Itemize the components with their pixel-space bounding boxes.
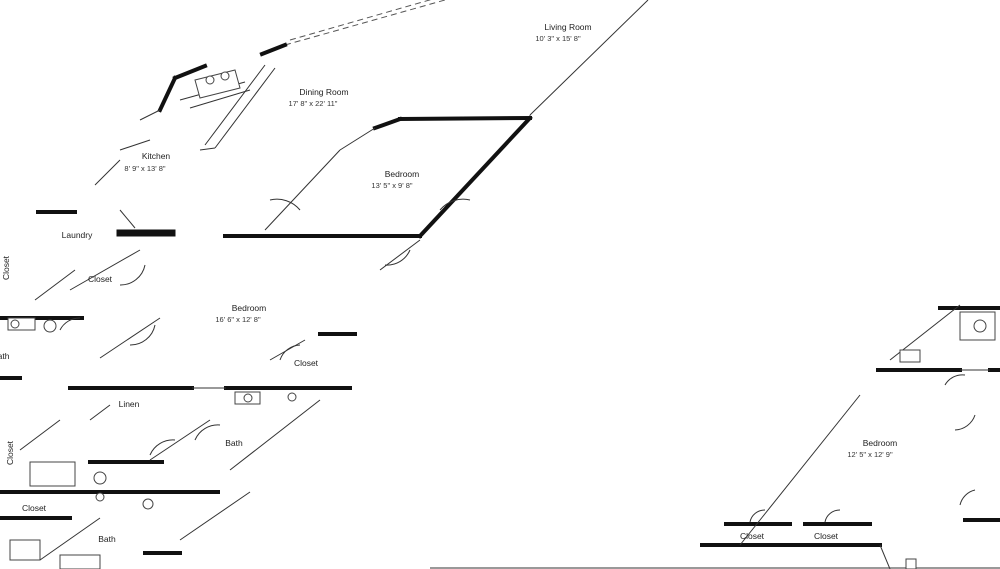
center-bath-label: Bath (225, 438, 243, 448)
kitchen-label: Kitchen (142, 151, 171, 161)
bottom-bath-label: Bath (98, 534, 116, 544)
left-bath-label: Bath (0, 351, 10, 361)
dining-room-label: Dining Room (299, 87, 348, 97)
bottom-left-closet-label: Closet (22, 503, 47, 513)
upper-bedroom-dims: 13' 5" x 9' 8" (371, 181, 412, 190)
center-bedroom-label: Bedroom (232, 303, 267, 313)
kitchen-counter (94, 64, 276, 186)
right-bedroom-dims: 12' 5" x 12' 9" (847, 450, 893, 459)
upper-bedroom-label: Bedroom (385, 169, 420, 179)
living-room-dims: 10' 3" x 15' 8" (535, 34, 581, 43)
center-closet-label: Closet (294, 358, 319, 368)
left-closet-vertical-label: Closet (1, 255, 11, 280)
center-bedroom-dims: 16' 6" x 12' 8" (215, 315, 261, 324)
right-closet-2-label: Closet (814, 531, 839, 541)
bath-fixtures (7, 317, 297, 569)
partitions (19, 239, 421, 561)
laundry-label: Laundry (62, 230, 93, 240)
living-room-label: Living Room (544, 22, 591, 32)
right-bedroom-label: Bedroom (863, 438, 898, 448)
linen-label: Linen (119, 399, 140, 409)
right-closet-1-label: Closet (740, 531, 765, 541)
laundry-closet-label: Closet (88, 274, 113, 284)
interior-walls (0, 209, 422, 555)
exterior-walls (157, 0, 649, 239)
right-wing-walls (430, 304, 1000, 569)
door-swings (59, 198, 471, 456)
dining-room-dims: 17' 8" x 22' 11" (289, 99, 338, 108)
lower-left-closet-label: Closet (5, 440, 15, 465)
kitchen-dims: 8' 9" x 13' 8" (124, 164, 165, 173)
room-labels: Living Room 10' 3" x 15' 8" Dining Room … (0, 22, 897, 544)
